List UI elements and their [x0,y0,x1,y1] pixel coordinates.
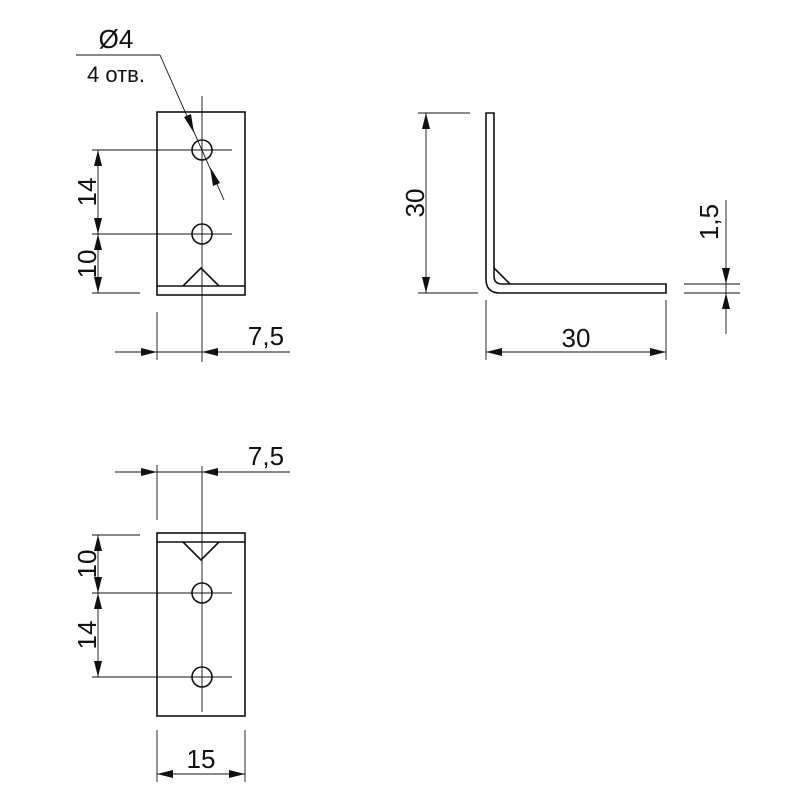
arrow-icon [94,661,102,677]
arrow-icon [202,348,218,356]
arrow-icon [157,770,173,778]
bottom-dim-width: 15 [187,744,216,774]
side-profile-view: 30 30 1,5 [400,112,740,360]
hole-count-label: 4 отв. [87,62,145,87]
arrow-icon [141,348,157,356]
side-dim-height: 30 [400,189,430,218]
bottom-dim-hole-spacing: 14 [72,621,102,650]
side-dim-length: 30 [562,323,591,353]
arrow-icon [722,293,730,309]
arrow-icon [650,348,666,356]
hole-diameter-label: Ø4 [99,24,134,54]
bottom-flange-view: 10 14 7,5 15 [72,441,290,782]
arrow-icon [94,577,102,593]
top-dim-center-offset: 7,5 [248,321,284,351]
arrow-icon [486,348,502,356]
bottom-flange-rib [182,541,220,562]
arrow-icon [184,114,194,133]
arrow-icon [94,535,102,551]
l-profile-outline [485,112,667,294]
arrow-icon [94,277,102,293]
side-dim-thickness: 1,5 [694,204,724,240]
arrow-icon [202,468,218,476]
top-flange-view: 14 10 7,5 Ø4 4 отв. [72,24,290,362]
bottom-flange-outline [156,532,246,717]
arrow-icon [422,277,430,293]
l-profile-rib [493,267,511,285]
bottom-dim-edge-to-hole: 10 [72,550,102,579]
arrow-icon [94,218,102,234]
arrow-icon [94,593,102,609]
arrow-icon [422,113,430,129]
arrow-icon [141,468,157,476]
arrow-icon [94,150,102,166]
top-flange-outline [156,111,246,296]
top-dim-edge-to-hole: 10 [72,250,102,279]
arrow-icon [722,268,730,284]
arrow-icon [210,167,220,186]
top-dim-hole-spacing: 14 [72,178,102,207]
arrow-icon [229,770,245,778]
bottom-dim-center-offset: 7,5 [248,441,284,471]
top-flange-rib [182,266,220,287]
arrow-icon [94,234,102,250]
